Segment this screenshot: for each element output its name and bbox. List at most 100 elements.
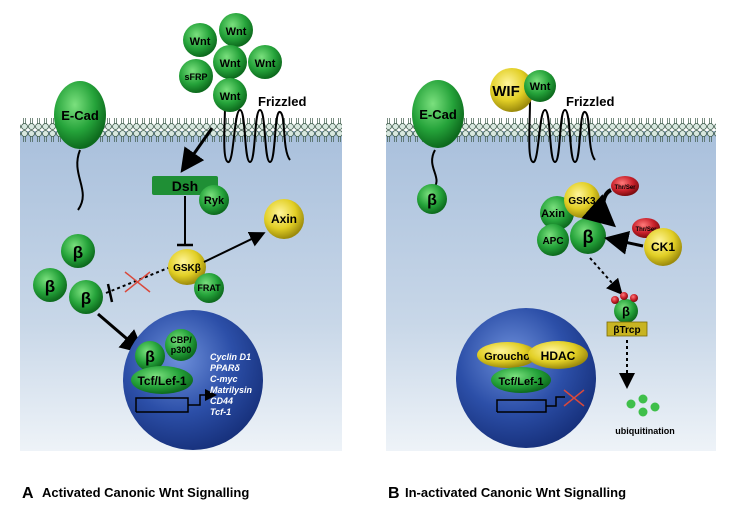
caption-letter-b: B: [388, 485, 400, 502]
ubiq-dot-3: [638, 407, 648, 417]
wnt-label-a3: Wnt: [220, 58, 241, 70]
ecad-tail-a: [76, 149, 84, 211]
ecad-a: [54, 81, 106, 149]
frizzled-label-b: Frizzled: [566, 94, 614, 109]
wif-ball: [490, 68, 534, 112]
apc-ball: [537, 224, 569, 256]
beta-ball-phospho: [614, 299, 638, 323]
sfrp-ball-a: [179, 59, 213, 93]
blocked-bar: [106, 283, 114, 303]
ubiq-label: ubiquitination: [615, 426, 674, 436]
ecad-label-a: E-Cad: [61, 108, 99, 123]
tcf-ball-b: [491, 367, 551, 393]
wnt-ball-b: [524, 70, 556, 102]
btrcp-box: [606, 321, 648, 337]
ck1-ball: [644, 228, 682, 266]
dsh-label: Dsh: [172, 178, 198, 194]
wnt-label-b: Wnt: [530, 81, 551, 93]
gsk-label-a: GSKβ: [173, 263, 201, 274]
ecad-label-b: E-Cad: [419, 107, 457, 122]
btrcp-label: βTrcp: [613, 325, 640, 336]
beta-ball-a1: [61, 234, 95, 268]
ecad-b: [412, 80, 464, 148]
caption-letter-a: A: [22, 485, 34, 502]
target-gene-6: Tcf-1: [210, 407, 231, 417]
wnt-ball-a1: [183, 23, 217, 57]
phospho-dot-2: [620, 292, 628, 300]
wnt-ball-a3: [213, 45, 247, 79]
ubiq-dot-1: [626, 399, 636, 409]
ck1-label: CK1: [651, 240, 675, 254]
dotted-arrow-to-btrcp: [589, 257, 623, 295]
dsh-box: [152, 176, 218, 195]
wnt-label-a4: Wnt: [255, 58, 276, 70]
beta-label-b-complex: β: [583, 227, 594, 247]
phospho-dot-3: [630, 294, 638, 302]
target-gene-5: CD44: [210, 396, 233, 406]
hdac-ball: [528, 341, 588, 369]
target-gene-4: Matrilysin: [210, 385, 253, 395]
beta-label-a1: β: [73, 243, 83, 262]
panel-a: E-Cad Frizzled Wnt Wnt Wnt Wnt sFRP Wnt …: [20, 13, 342, 502]
red-cross-a2: [124, 271, 151, 293]
beta-ball-a3: [69, 280, 103, 314]
target-gene-3: C-myc: [210, 374, 238, 384]
ryk-ball: [199, 185, 229, 215]
ubiq-dot-4: [650, 402, 660, 412]
frizzled-label-a: Frizzled: [258, 94, 306, 109]
tcf-ball-a: [131, 366, 193, 394]
caption-b: In-activated Canonic Wnt Signalling: [405, 485, 626, 500]
groucho-ball: [477, 342, 537, 368]
axin-label-a: Axin: [271, 212, 297, 226]
arrow-frizzled-dsh: [180, 127, 214, 173]
promoter-b: [496, 396, 565, 413]
sfrp-label-a: sFRP: [184, 72, 207, 82]
tcf-label-a: Tcf/Lef-1: [137, 374, 186, 388]
wnt-ball-a4: [248, 45, 282, 79]
phospho-dot-1: [611, 296, 619, 304]
apc-label: APC: [542, 236, 563, 247]
beta-label-phospho: β: [622, 304, 630, 319]
thr-ser-label-1: Thr/Ser: [614, 185, 636, 191]
wnt-label-a1: Wnt: [190, 36, 211, 48]
thr-ser-ball-1: [611, 176, 639, 196]
cbp-label: CBP/: [170, 335, 192, 345]
beta-ball-nucleus: [135, 341, 165, 371]
arrow-gsk-axin: [203, 232, 266, 263]
red-cross-b2: [563, 389, 585, 407]
wnt-ball-a5: [213, 78, 247, 112]
target-gene-2: PPARδ: [210, 363, 240, 373]
groucho-label: Groucho: [484, 351, 530, 363]
thr-ser-label-2: Thr/Ser: [635, 227, 657, 233]
target-genes: Cyclin D1 PPARδ C-myc Matrilysin CD44 Tc…: [210, 352, 253, 417]
wnt-label-a2: Wnt: [226, 26, 247, 38]
axin-label-b: Axin: [541, 208, 565, 220]
cbp-ball: [165, 329, 197, 361]
beta-label-a2: β: [45, 277, 55, 296]
tcf-label-b: Tcf/Lef-1: [498, 376, 543, 388]
caption-a: Activated Canonic Wnt Signalling: [42, 485, 249, 500]
gsk-ball-a: [168, 249, 206, 285]
frizzled-receptor-b: [528, 99, 596, 164]
frat-label: FRAT: [197, 283, 221, 293]
frat-ball: [194, 273, 224, 303]
blocked-degradation-line: [105, 267, 169, 294]
beta-label-a3: β: [81, 289, 91, 308]
wif-label: WIF: [492, 83, 520, 100]
p300-label: p300: [171, 345, 192, 355]
axin-ball-a: [264, 199, 304, 239]
beta-ball-a2: [33, 268, 67, 302]
ryk-label: Ryk: [204, 195, 225, 207]
target-gene-1: Cyclin D1: [210, 352, 251, 362]
promoter-a: [135, 395, 214, 413]
panel-b: E-Cad β Frizzled WIF Wnt Axin APC GSK3 β…: [386, 68, 716, 502]
beta-label-nucleus: β: [145, 349, 155, 366]
hdac-label: HDAC: [541, 349, 576, 363]
frizzled-receptor-a: [223, 104, 291, 164]
beta-label-b-ecad: β: [427, 192, 437, 209]
wnt-ball-a2: [219, 13, 253, 47]
wnt-label-a5: Wnt: [220, 91, 241, 103]
curved-arrow-thr-ser: [581, 188, 617, 228]
